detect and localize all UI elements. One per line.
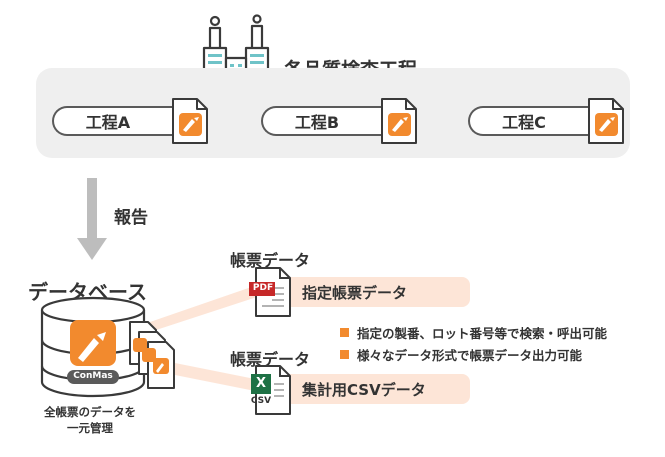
pdf-badge: PDF: [252, 283, 274, 293]
bullet-square-icon: [340, 349, 349, 359]
pdf-data-tag: 帳票データ: [230, 251, 311, 270]
process-b-pill: 工程B: [261, 106, 389, 136]
conmas-document-icon: [172, 98, 208, 144]
csv-output-label: 集計用CSVデータ: [302, 380, 426, 399]
process-b-label: 工程B: [294, 113, 340, 132]
conmas-document-icon: [381, 98, 417, 144]
report-arrow-head: [77, 238, 107, 260]
bullet-square-icon: [340, 327, 349, 337]
conmas-document-icon: [588, 98, 624, 144]
database-cylinder-icon: [40, 296, 146, 398]
process-c-label: 工程C: [502, 113, 546, 132]
conmas-logo-text: ConMas: [73, 371, 113, 381]
process-c-pill: 工程C: [468, 106, 596, 136]
report-arrow-shaft: [87, 178, 97, 240]
process-a-pill: 工程A: [52, 106, 180, 136]
excel-letter: X: [255, 376, 267, 391]
stacked-documents-icon: [129, 321, 175, 389]
csv-output-bar: 集計用CSVデータ: [270, 374, 470, 404]
feature-list: 指定の製番、ロット番号等で検索・呼出可能 様々なデータ形式で帳票データ出力可能: [340, 321, 607, 365]
pdf-output-bar: 指定帳票データ: [270, 277, 470, 307]
process-a-label: 工程A: [85, 113, 131, 132]
csv-badge: CSV: [250, 396, 272, 406]
pdf-document-icon: [249, 267, 291, 317]
feature-item: 指定の製番、ロット番号等で検索・呼出可能: [340, 321, 607, 343]
report-label: 報告: [114, 208, 148, 228]
excel-document-icon: [251, 365, 291, 415]
database-caption: 全帳票のデータを 一元管理: [44, 405, 136, 435]
feature-item: 様々なデータ形式で帳票データ出力可能: [340, 343, 607, 365]
pdf-output-label: 指定帳票データ: [302, 283, 408, 302]
csv-data-tag: 帳票データ: [230, 350, 311, 369]
